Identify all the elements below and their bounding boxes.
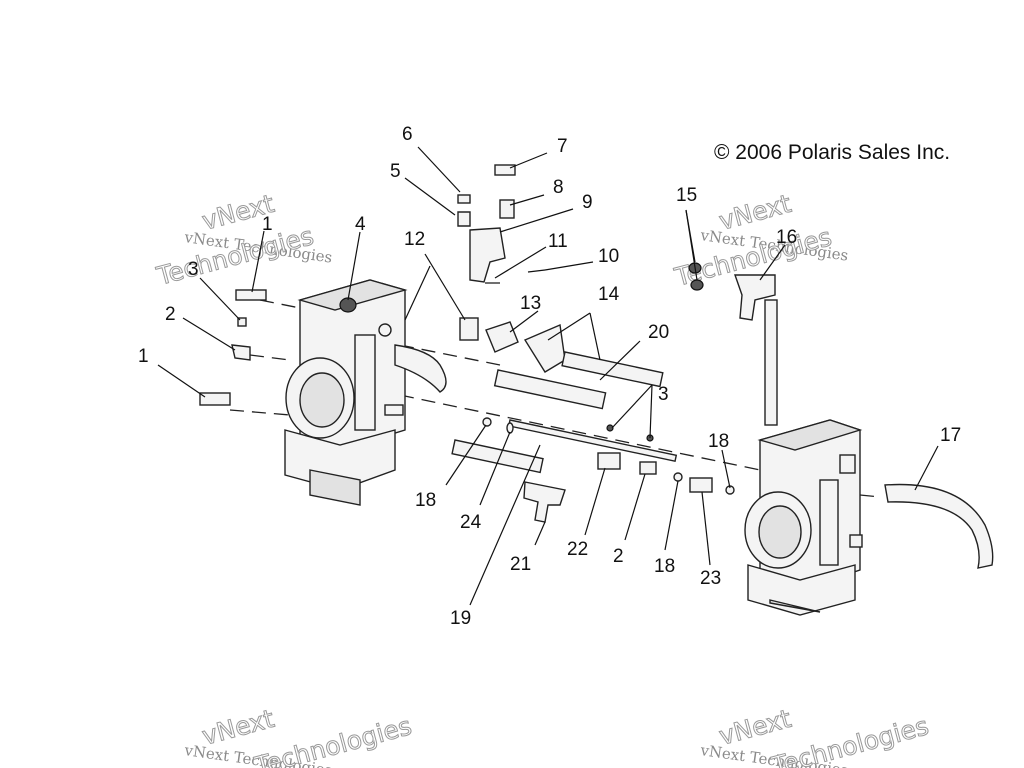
watermark-text: Technologies [768,711,932,768]
callout-label: 12 [404,229,425,250]
left-hardware [199,289,267,406]
callout-label: 23 [700,568,721,589]
callout-label: 3 [658,384,669,405]
callout-label: 16 [776,227,797,248]
throttle-linkage [451,164,735,523]
callout-label: 2 [613,546,624,567]
fuel-hose [884,483,994,569]
watermark-bottom-right: vNext Technologies vNext Technologies [698,703,932,768]
copyright-text: © 2006 Polaris Sales Inc. [714,141,950,164]
callout-label: 6 [402,124,413,145]
callout-label: 1 [262,214,273,235]
watermark-text: vNext [716,704,794,751]
callout-label: 18 [708,431,729,452]
callout-label: 21 [510,554,531,575]
right-bracket [688,262,778,426]
callout-label: 22 [567,539,588,560]
right-carburetor [744,419,863,616]
callout-label: 19 [450,608,471,629]
callout-label: 3 [188,259,199,280]
callout-label: 11 [548,231,568,252]
callout-label: 5 [390,161,401,182]
callout-label: 24 [460,512,482,533]
callout-label: 7 [557,136,568,157]
watermark-text: Technologies [251,711,415,768]
callout-label: 4 [355,214,366,235]
callout-label: 9 [582,192,593,213]
callout-label: 2 [165,304,176,325]
callout-label: 18 [415,490,436,511]
watermark-text: vNext [199,704,277,751]
callout-label: 17 [940,425,961,446]
callout-label: 14 [598,284,620,305]
callout-label: 15 [676,185,697,206]
leader-lines [157,146,939,606]
alignment-lines [229,299,881,498]
callout-label: 1 [138,346,149,367]
left-carburetor [284,279,447,506]
watermark-bottom-left: vNext Technologies vNext Technologies [182,703,415,768]
callout-label: 8 [553,177,564,198]
callout-label: 10 [598,246,619,267]
callout-label: 18 [654,556,675,577]
callout-label: 13 [520,293,541,314]
callout-numbers: 1 1 2 2 3 3 4 5 6 7 8 9 10 11 12 13 14 1… [138,124,961,629]
callout-label: 20 [648,322,669,343]
watermark-left: vNext Technologies vNext Technologies [153,188,334,291]
